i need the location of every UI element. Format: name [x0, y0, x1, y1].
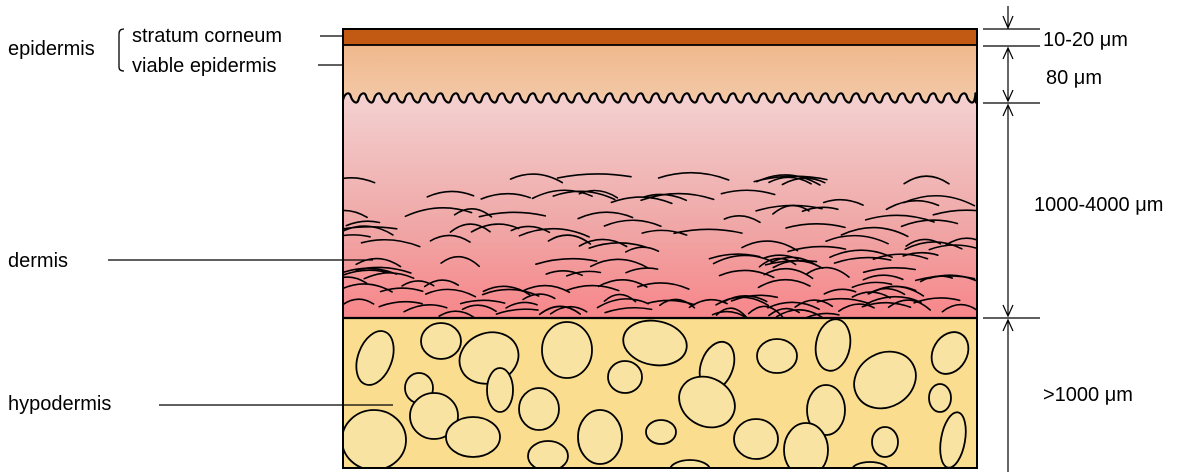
fat-cell [342, 410, 406, 470]
fat-cell [784, 423, 828, 474]
fat-cell [872, 427, 898, 457]
dermis-thickness: 1000-4000 μm [1034, 194, 1163, 216]
stratum-corneum-layer [343, 29, 977, 45]
epidermis-bracket [119, 29, 124, 71]
fat-cell [578, 410, 622, 464]
fat-cell [421, 323, 461, 359]
hypodermis-label: hypodermis [8, 393, 111, 415]
fat-cell [734, 419, 778, 459]
dermis-layer [343, 95, 977, 318]
dermis-label: dermis [8, 250, 68, 272]
fat-cell [608, 361, 642, 393]
stratum-corneum-thickness: 10-20 μm [1043, 29, 1128, 51]
viable-epidermis-label: viable epidermis [132, 55, 277, 77]
fat-cell [646, 420, 676, 444]
fat-cell [757, 339, 797, 373]
fat-cell [929, 384, 951, 412]
epidermis-label: epidermis [8, 38, 95, 60]
stratum-corneum-label: stratum corneum [132, 25, 282, 47]
fat-cell [519, 388, 559, 430]
fat-cell [542, 322, 592, 378]
viable-epidermis-thickness: 80 μm [1046, 67, 1102, 89]
fat-cell [528, 441, 568, 471]
hypodermis-thickness: >1000 μm [1043, 384, 1133, 406]
fat-cell [446, 417, 500, 457]
fat-cell [487, 368, 513, 412]
